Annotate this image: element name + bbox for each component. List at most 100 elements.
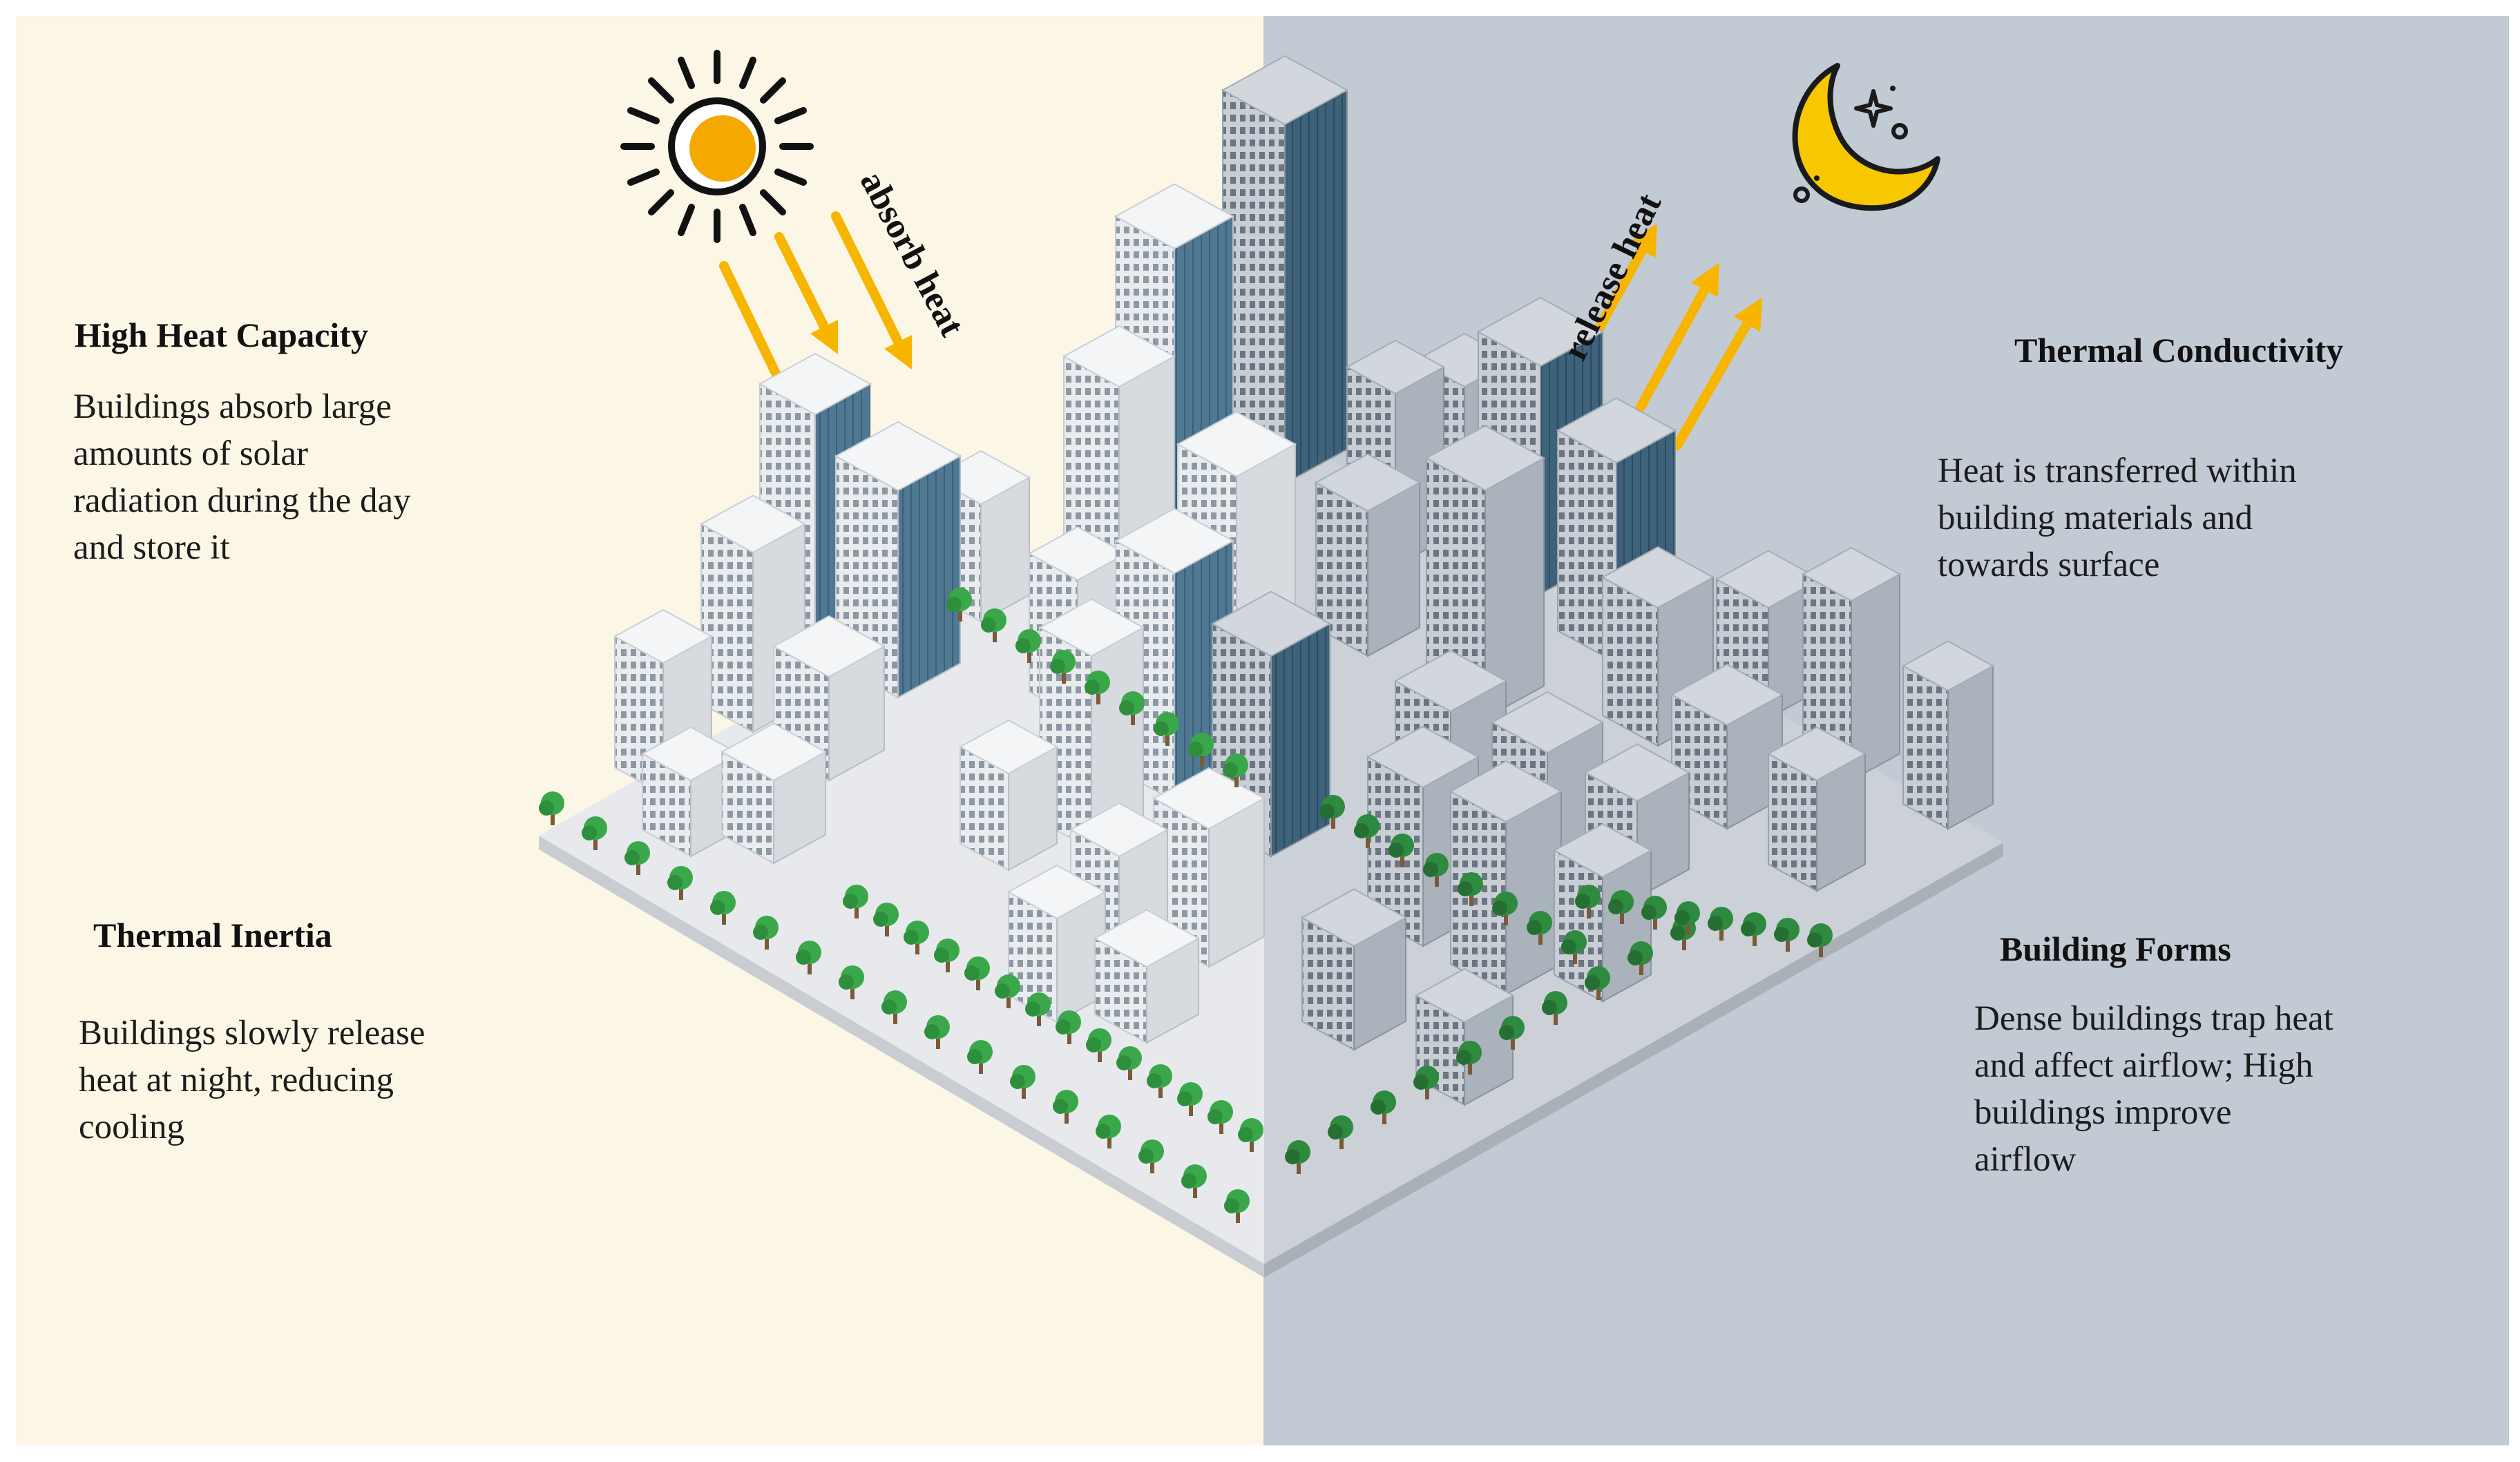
tree [624, 841, 650, 875]
absorb-arrow-2 [774, 232, 839, 355]
tree [1010, 1065, 1035, 1099]
tree [1585, 966, 1610, 1000]
release-arrow-2 [1634, 262, 1719, 416]
tree [1807, 923, 1833, 957]
tree [1025, 992, 1051, 1026]
building [720, 722, 828, 865]
text-line: radiation during the day [73, 481, 411, 520]
building [1901, 640, 1995, 830]
tree [1575, 885, 1601, 918]
tree [1096, 1115, 1121, 1148]
tree [1086, 1028, 1111, 1062]
tree [1492, 892, 1518, 925]
text-line: building materials and [1938, 499, 2253, 537]
tree [1388, 834, 1414, 867]
moon-icon [1792, 63, 1940, 211]
tree [1458, 872, 1483, 906]
tree [1223, 753, 1248, 787]
high-heat-capacity-title: High Heat Capacity [75, 316, 368, 354]
tree [1015, 629, 1041, 663]
thermal-inertia-title: Thermal Inertia [93, 916, 332, 954]
tree [1674, 901, 1700, 935]
building [1300, 888, 1408, 1051]
tree [1285, 1140, 1310, 1174]
tree [1354, 814, 1380, 848]
tree [1328, 1115, 1353, 1149]
tree [539, 791, 564, 825]
text-line: Buildings absorb large [73, 387, 392, 426]
tree [839, 965, 864, 999]
tree [1050, 650, 1076, 684]
tree [1708, 907, 1733, 941]
building [1766, 726, 1867, 892]
tree [964, 956, 990, 990]
tree [1628, 941, 1653, 975]
tree [1224, 1189, 1250, 1223]
tree [1499, 1016, 1525, 1050]
tree [1542, 991, 1567, 1025]
tree [924, 1015, 950, 1049]
high-heat-capacity-text: Buildings absorb large amounts of solar … [73, 383, 411, 571]
building-forms-text: Dense buildings trap heat and affect air… [1974, 995, 2333, 1183]
thermal-inertia-text: Buildings slowly release heat at night, … [79, 1010, 425, 1151]
sun-icon [620, 50, 814, 243]
absorb-arrow-3 [831, 211, 913, 370]
text-line: heat at night, reducing [79, 1061, 394, 1099]
building [1093, 909, 1201, 1044]
tree [1774, 918, 1800, 952]
tree [1056, 1010, 1081, 1044]
tree [1413, 1066, 1439, 1099]
tree [1138, 1139, 1164, 1173]
tree [796, 941, 821, 974]
tree [873, 903, 899, 936]
thermal-conductivity-text: Heat is transferred within building mate… [1938, 448, 2297, 588]
tree [710, 891, 736, 925]
tree [1188, 733, 1214, 767]
tree [1641, 896, 1667, 930]
tree [1053, 1090, 1078, 1124]
text-line: cooling [79, 1108, 184, 1146]
tree [1561, 930, 1587, 964]
building [1314, 453, 1422, 657]
tree [995, 974, 1020, 1008]
text-line: airflow [1974, 1140, 2077, 1179]
tree [1423, 853, 1449, 887]
tree [1238, 1118, 1263, 1152]
text-line: Heat is transferred within [1938, 452, 2297, 490]
tree [753, 916, 779, 950]
tree [667, 866, 693, 900]
tree [1208, 1100, 1233, 1134]
text-line: Dense buildings trap heat [1974, 999, 2333, 1038]
building [1221, 55, 1349, 485]
tree [967, 1040, 993, 1074]
tree [981, 608, 1006, 642]
tree [1456, 1041, 1482, 1075]
tree [946, 588, 972, 622]
tree [1181, 1164, 1207, 1198]
building [1006, 864, 1107, 1023]
text-line: and store it [73, 528, 230, 567]
tree [1085, 671, 1110, 704]
tree [1741, 912, 1766, 946]
tree [1527, 911, 1552, 945]
tree [1319, 795, 1345, 829]
tree [881, 990, 907, 1024]
tree [1371, 1090, 1396, 1124]
tree [1147, 1064, 1172, 1098]
text-line: Buildings slowly release [79, 1014, 426, 1052]
building [1424, 425, 1546, 720]
isometric-city-illustration [539, 55, 2003, 1278]
text-line: towards surface [1938, 546, 2160, 584]
text-line: buildings improve [1974, 1093, 2232, 1132]
tree [1608, 890, 1634, 924]
text-line: amounts of solar [73, 434, 308, 473]
text-line: and affect airflow; High [1974, 1046, 2313, 1085]
tree [934, 939, 960, 972]
city-buildings [613, 55, 1995, 1106]
tree [1119, 691, 1145, 725]
tree [904, 921, 929, 954]
building-forms-title: Building Forms [2000, 930, 2231, 968]
release-arrow-3 [1672, 297, 1763, 450]
